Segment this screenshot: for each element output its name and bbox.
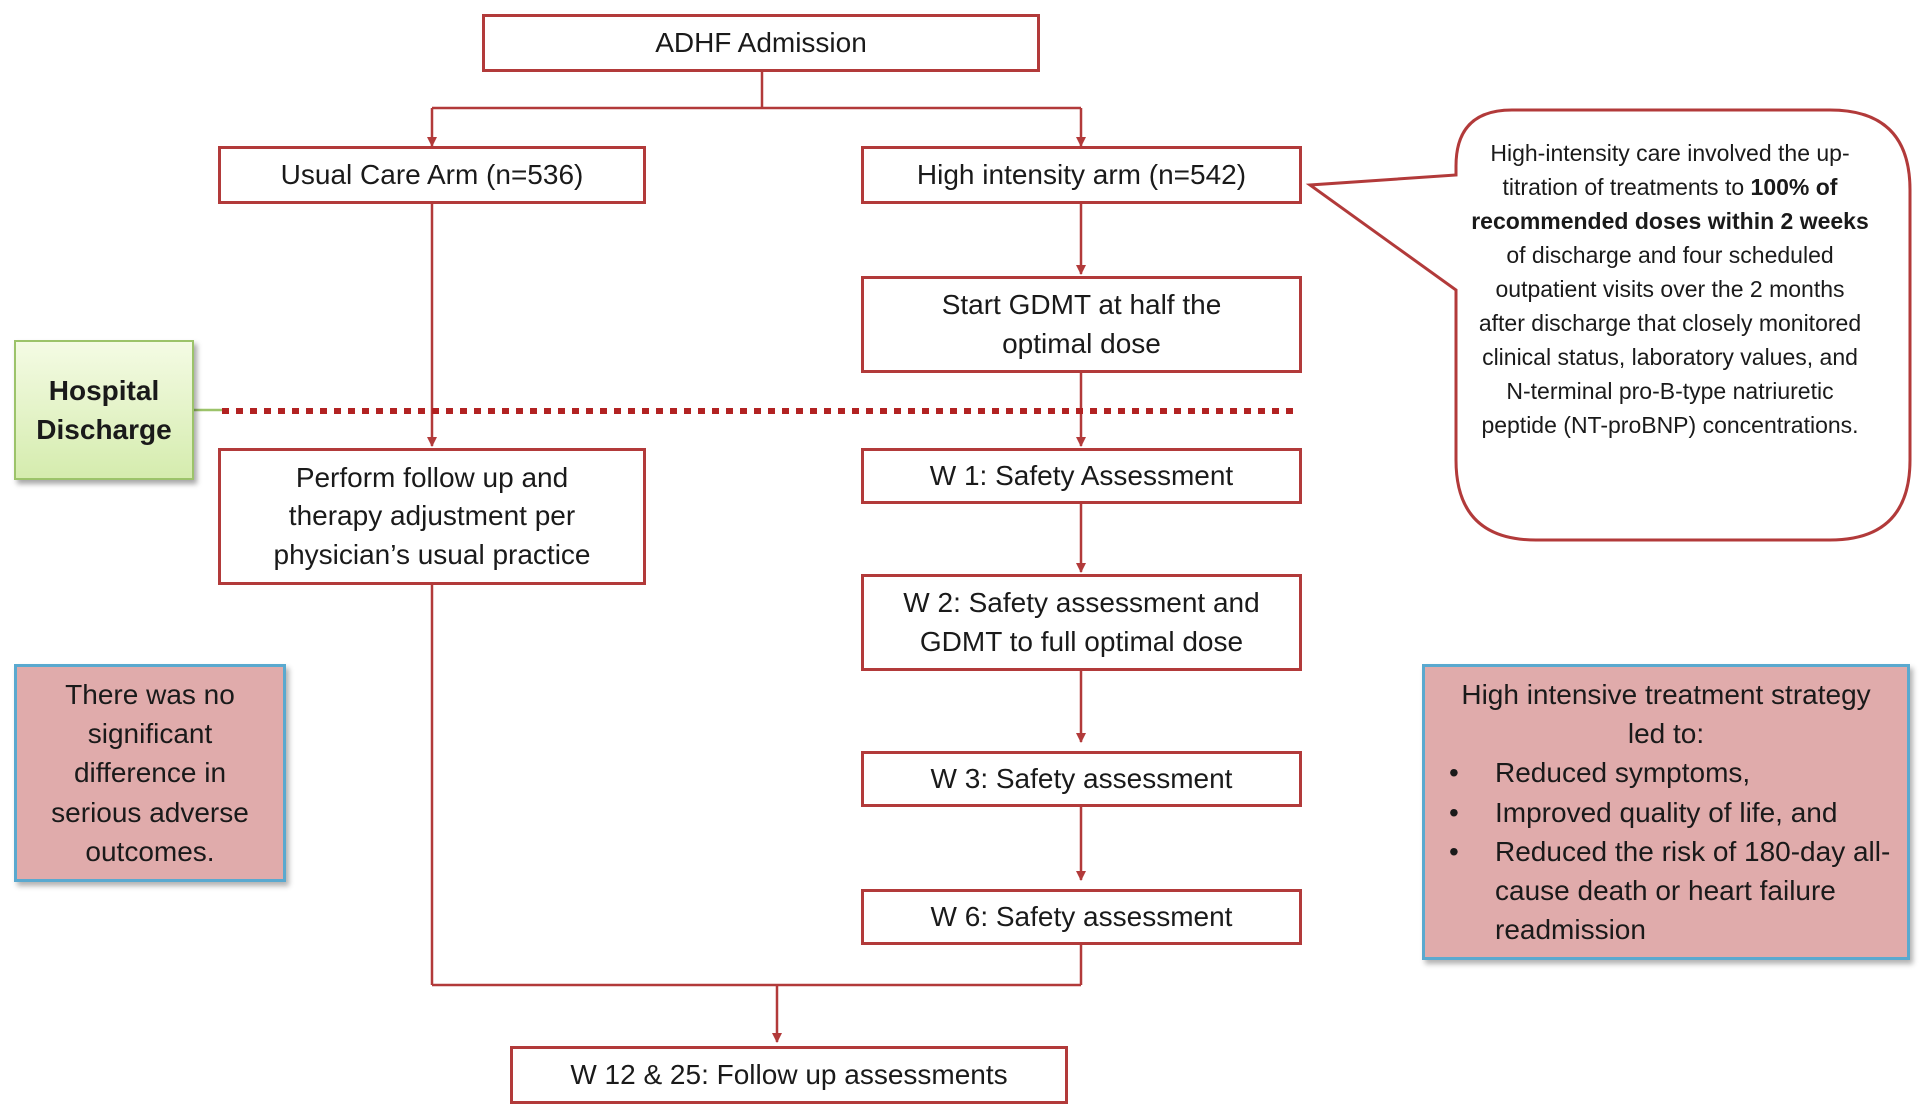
callout-text-before: High-intensity care involved the up-titr…	[1490, 140, 1850, 201]
w2-label: W 2: Safety assessment and GDMT to full …	[903, 586, 1260, 657]
outcomes-item-text: Reduced symptoms,	[1495, 757, 1751, 789]
outcomes-list-item: • Improved quality of life, and	[1439, 793, 1893, 832]
bullet-icon: •	[1449, 835, 1459, 867]
bullet-icon: •	[1449, 796, 1459, 828]
usual-followup-box: Perform follow up and therapy adjustment…	[218, 448, 646, 585]
w3-label: W 3: Safety assessment	[930, 762, 1233, 794]
callout-text-bold: 100% of recommended doses within 2 weeks	[1471, 174, 1869, 235]
bullet-icon: •	[1449, 757, 1459, 789]
high-intensity-arm-label: High intensity arm (n=542)	[916, 158, 1247, 190]
callout-bubble	[1305, 108, 1912, 542]
adverse-outcomes-note: There was no significant difference in s…	[14, 664, 286, 882]
outcomes-item-text: Improved quality of life, and	[1495, 796, 1838, 828]
hospital-discharge-label: Hospital Discharge	[36, 374, 172, 445]
outcomes-list-item: • Reduced symptoms,	[1439, 753, 1893, 792]
w6-label: W 6: Safety assessment	[930, 900, 1233, 932]
w12-25-box: W 12 & 25: Follow up assessments	[510, 1046, 1068, 1104]
outcomes-list-item: • Reduced the risk of 180-day all-cause d…	[1439, 832, 1893, 950]
admission-label: ADHF Admission	[655, 26, 867, 58]
usual-followup-label: Perform follow up and therapy adjustment…	[273, 461, 591, 570]
callout-text-after: of discharge and four scheduled outpatie…	[1478, 242, 1862, 439]
w2-box: W 2: Safety assessment and GDMT to full …	[861, 574, 1302, 671]
w12-25-label: W 12 & 25: Follow up assessments	[570, 1058, 1008, 1090]
start-gdmt-box: Start GDMT at half the optimal dose	[861, 276, 1302, 373]
callout-text: High-intensity care involved the up-titr…	[1470, 136, 1870, 442]
usual-care-arm-box: Usual Care Arm (n=536)	[218, 146, 646, 204]
w1-box: W 1: Safety Assessment	[861, 448, 1302, 504]
start-gdmt-label: Start GDMT at half the optimal dose	[941, 288, 1222, 359]
outcomes-list: • Reduced symptoms, • Improved quality of …	[1439, 753, 1893, 949]
adverse-outcomes-text: There was no significant difference in s…	[51, 679, 249, 867]
admission-box: ADHF Admission	[482, 14, 1040, 72]
outcomes-note: High intensive treatment strategy led to…	[1422, 664, 1910, 960]
outcomes-item-text: Reduced the risk of 180-day all-cause de…	[1495, 835, 1891, 946]
hospital-discharge-box: Hospital Discharge	[14, 340, 194, 480]
w6-box: W 6: Safety assessment	[861, 889, 1302, 945]
outcomes-heading: High intensive treatment strategy led to…	[1461, 679, 1871, 750]
w3-box: W 3: Safety assessment	[861, 751, 1302, 807]
w1-label: W 1: Safety Assessment	[929, 459, 1234, 491]
usual-care-arm-label: Usual Care Arm (n=536)	[280, 158, 584, 190]
high-intensity-arm-box: High intensity arm (n=542)	[861, 146, 1302, 204]
